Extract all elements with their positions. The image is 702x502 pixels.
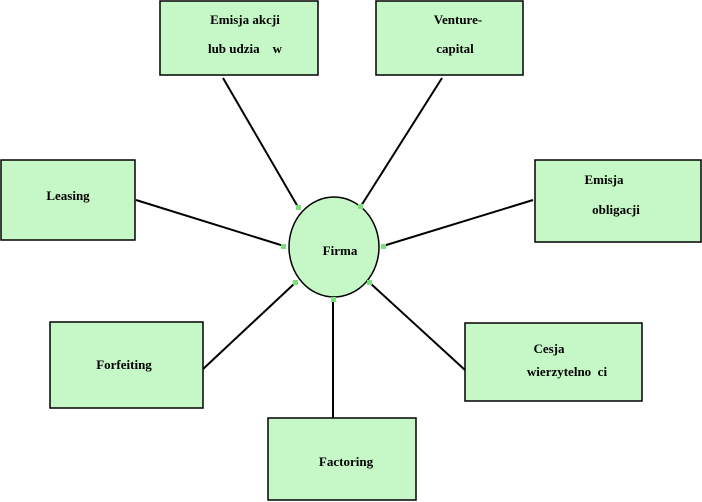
connectors — [135, 77, 534, 418]
connector-leasing — [135, 199, 285, 247]
node-emisja-obligacji: Emisja obligacji — [534, 159, 702, 243]
connector-venture-capital — [360, 77, 443, 207]
connector-cesja — [369, 282, 466, 371]
node-forfeiting-label: Forfeiting — [96, 357, 152, 372]
handle-top-right — [358, 204, 363, 209]
handle-right — [381, 244, 386, 249]
handle-bottom — [331, 297, 336, 302]
node-cesja-box — [464, 322, 643, 402]
node-forfeiting-box — [49, 321, 204, 409]
node-venture-capital-line1: Venture- — [434, 12, 482, 27]
node-cesja-line2: wierzytelno ci — [527, 364, 608, 379]
connector-emisja-obligacji — [382, 199, 534, 247]
handle-left — [281, 244, 286, 249]
node-venture-capital: Venture- capital — [375, 0, 524, 76]
node-venture-capital-box — [375, 0, 524, 76]
node-firma-label: Firma — [323, 243, 358, 258]
node-cesja: Cesja wierzytelno ci — [464, 322, 643, 402]
node-venture-capital-line2: capital — [436, 41, 474, 56]
handle-bottom-left — [293, 280, 298, 285]
node-emisja-obligacji-line1: Emisja — [585, 172, 625, 187]
node-forfeiting: Forfeiting — [49, 321, 204, 409]
node-firma: Firma — [288, 196, 380, 298]
node-emisja-akcji-line1: Emisja akcji — [210, 12, 280, 27]
node-leasing-label: Leasing — [46, 188, 90, 203]
connector-emisja-akcji — [222, 77, 299, 208]
node-emisja-akcji-line2: lub udzia w — [208, 41, 283, 56]
node-emisja-obligacji-box — [534, 159, 702, 243]
node-factoring-label: Factoring — [319, 454, 374, 469]
handle-bottom-right — [367, 280, 372, 285]
handle-top-left — [296, 205, 301, 210]
connector-forfeiting — [201, 282, 296, 371]
node-leasing-box — [0, 159, 136, 241]
node-emisja-obligacji-line2: obligacji — [592, 202, 640, 217]
node-emisja-akcji-box — [159, 0, 319, 76]
node-emisja-akcji: Emisja akcji lub udzia w — [159, 0, 319, 76]
node-leasing: Leasing — [0, 159, 136, 241]
selection-handles — [281, 204, 386, 302]
node-factoring-box — [267, 417, 417, 501]
node-factoring: Factoring — [267, 417, 417, 501]
node-cesja-line1: Cesja — [533, 341, 565, 356]
